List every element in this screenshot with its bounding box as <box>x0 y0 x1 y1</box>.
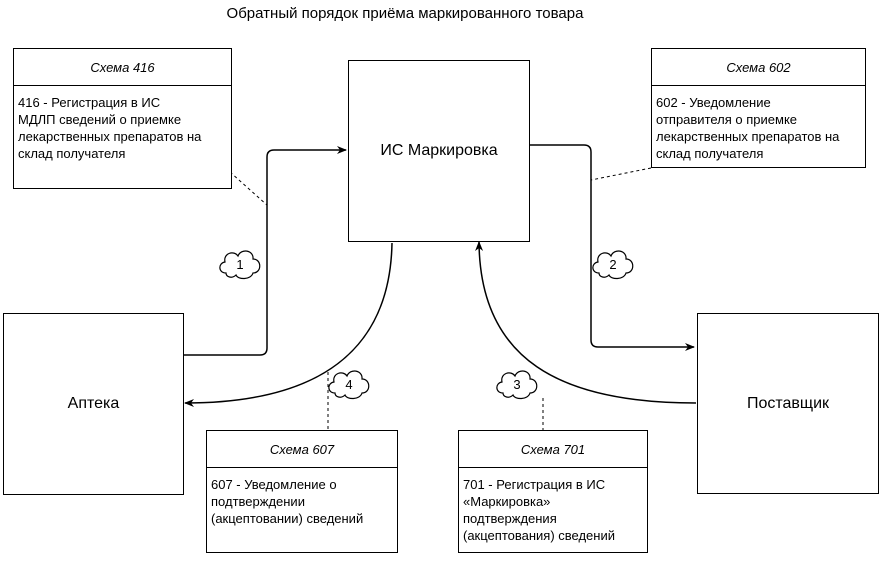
step-1-label: 1 <box>236 257 244 272</box>
note-schema-607: Схема 607 607 - Уведомление о подтвержде… <box>206 430 398 553</box>
supplier-node: Поставщик <box>697 313 879 494</box>
note-link-416 <box>229 171 268 206</box>
note-602-body: 602 - Уведомление отправителя о приемке … <box>656 95 840 161</box>
pharmacy-node: Аптека <box>3 313 184 495</box>
note-607-header: Схема 607 <box>207 431 397 468</box>
step-3-label: 3 <box>513 377 521 392</box>
note-416-header: Схема 416 <box>14 49 231 86</box>
diagram-title: Обратный порядок приёма маркированного т… <box>226 5 584 22</box>
edge-3-supplier-to-is <box>475 241 697 404</box>
cloud-2 <box>592 250 634 280</box>
step-2-label: 2 <box>609 257 617 272</box>
note-schema-602: Схема 602 602 - Уведомление отправителя … <box>651 48 866 168</box>
note-701-body: 701 - Регистрация в ИС «Маркировка» подт… <box>463 477 615 543</box>
is-marking-node: ИС Маркировка <box>348 60 530 242</box>
note-416-body: 416 - Регистрация в ИС МДЛП сведений о п… <box>18 95 202 161</box>
supplier-label: Поставщик <box>746 394 830 412</box>
pharmacy-label: Аптека <box>67 395 120 412</box>
edge-2-is-to-supplier <box>530 144 695 351</box>
note-link-602 <box>590 167 652 181</box>
cloud-1 <box>219 250 261 280</box>
edge-4-is-to-pharmacy <box>184 242 393 407</box>
note-schema-701: Схема 701 701 - Регистрация в ИС «Маркир… <box>458 430 648 553</box>
cloud-3 <box>496 370 538 400</box>
note-602-header: Схема 602 <box>652 49 865 86</box>
cloud-4 <box>328 370 370 400</box>
is-marking-label: ИС Маркировка <box>380 142 498 159</box>
step-4-label: 4 <box>345 377 353 392</box>
edge-1-pharmacy-to-is <box>183 146 347 356</box>
note-701-header: Схема 701 <box>459 431 647 468</box>
note-schema-416: Схема 416 416 - Регистрация в ИС МДЛП св… <box>13 48 232 189</box>
note-607-body: 607 - Уведомление о подтверждении (акцеп… <box>211 477 364 526</box>
